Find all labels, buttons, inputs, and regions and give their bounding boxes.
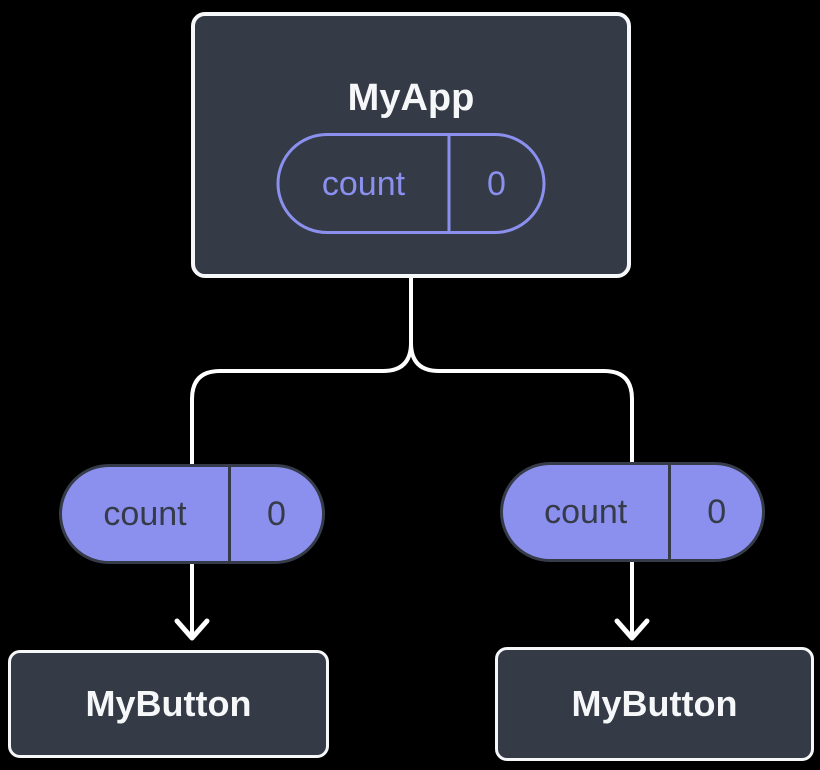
myapp-node-title: MyApp	[347, 77, 475, 119]
state-pill-name: count	[280, 136, 451, 231]
mybutton-node-left: MyButton	[8, 650, 329, 758]
prop-pill-right: count 0	[500, 462, 765, 562]
mybutton-left-title: MyButton	[85, 683, 252, 724]
mybutton-node-right: MyButton	[495, 647, 814, 761]
mybutton-right-title: MyButton	[571, 683, 738, 724]
connector-right-branch	[409, 275, 634, 638]
prop-pill-left: count 0	[59, 464, 325, 564]
myapp-node: MyApp count 0	[191, 12, 631, 278]
arrowhead-right-icon	[614, 618, 650, 641]
arrowhead-left-icon	[174, 618, 210, 641]
prop-pill-right-name: count	[503, 465, 672, 559]
prop-pill-right-value: 0	[707, 493, 727, 531]
connector-left-branch	[190, 275, 413, 638]
state-pill-value: 0	[487, 164, 506, 203]
prop-pill-left-name: count	[62, 467, 231, 561]
myapp-state-pill: count 0	[276, 133, 546, 234]
prop-pill-left-value: 0	[267, 495, 286, 533]
